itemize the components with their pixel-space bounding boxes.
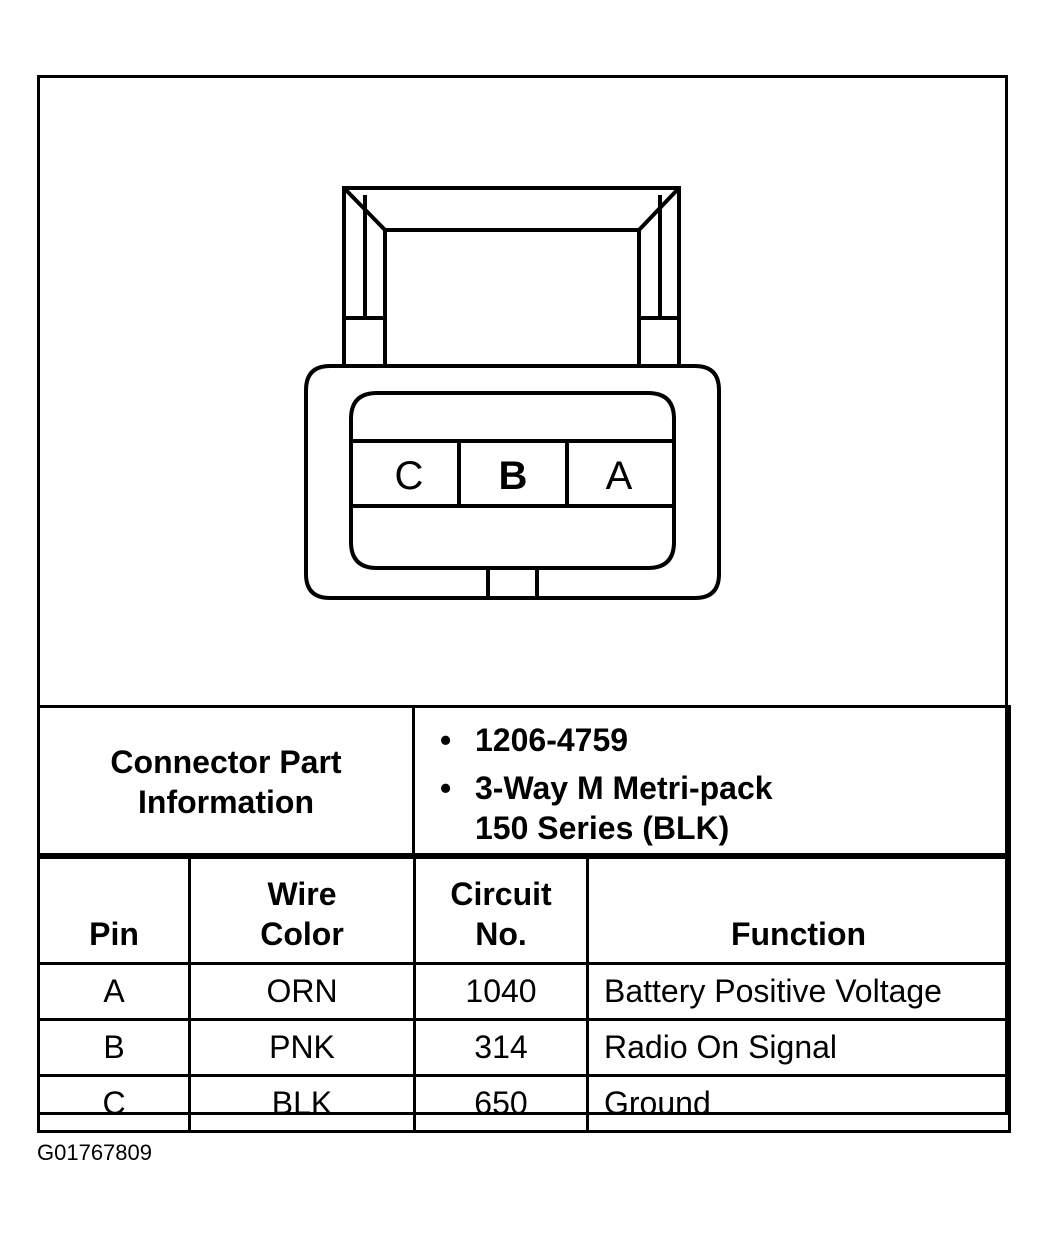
cell-pin: A bbox=[37, 962, 191, 1021]
connector-part-info-table: Connector Part Information 1206-4759 3-W… bbox=[37, 705, 1011, 859]
connector-type-item: 3-Way M Metri-pack 150 Series (BLK) bbox=[440, 768, 1008, 848]
figure-id: G01767809 bbox=[37, 1140, 152, 1165]
cell-pin: B bbox=[37, 1018, 191, 1077]
cell-pin: C bbox=[37, 1074, 191, 1133]
header-circuit-line1: Circuit bbox=[450, 876, 552, 912]
label-line2: Information bbox=[138, 784, 314, 820]
pin-function-table: Pin Wire Color Circuit No. Function A OR… bbox=[37, 853, 1011, 1133]
connector-part-info-label: Connector Part Information bbox=[37, 705, 415, 859]
header-circuit-no: Circuit No. bbox=[413, 853, 589, 965]
cell-circuit: 314 bbox=[413, 1018, 589, 1077]
connector-type-line1: 3-Way M Metri-pack bbox=[475, 770, 773, 806]
header-circuit-line2: No. bbox=[475, 916, 527, 952]
table-row: C BLK 650 Ground bbox=[37, 1074, 1011, 1133]
connector-type-line2: 150 Series (BLK) bbox=[475, 810, 730, 846]
table-row: A ORN 1040 Battery Positive Voltage bbox=[37, 962, 1011, 1021]
cell-function: Ground bbox=[586, 1074, 1011, 1133]
cell-circuit: 1040 bbox=[413, 962, 589, 1021]
header-function: Function bbox=[586, 853, 1011, 965]
header-pin: Pin bbox=[37, 853, 191, 965]
cell-function: Battery Positive Voltage bbox=[586, 962, 1011, 1021]
cell-wire-color: BLK bbox=[188, 1074, 416, 1133]
part-number: 1206-4759 bbox=[475, 722, 629, 758]
connector-part-info-values: 1206-4759 3-Way M Metri-pack 150 Series … bbox=[412, 705, 1011, 859]
part-number-item: 1206-4759 bbox=[440, 720, 1008, 760]
header-wire-line2: Color bbox=[260, 916, 344, 952]
header-wire-line1: Wire bbox=[267, 876, 337, 912]
table-header-row: Pin Wire Color Circuit No. Function bbox=[37, 853, 1011, 965]
table-row: B PNK 314 Radio On Signal bbox=[37, 1018, 1011, 1077]
header-wire-color: Wire Color bbox=[188, 853, 416, 965]
cell-circuit: 650 bbox=[413, 1074, 589, 1133]
cell-wire-color: ORN bbox=[188, 962, 416, 1021]
cell-wire-color: PNK bbox=[188, 1018, 416, 1077]
cell-function: Radio On Signal bbox=[586, 1018, 1011, 1077]
label-line1: Connector Part bbox=[110, 744, 342, 780]
